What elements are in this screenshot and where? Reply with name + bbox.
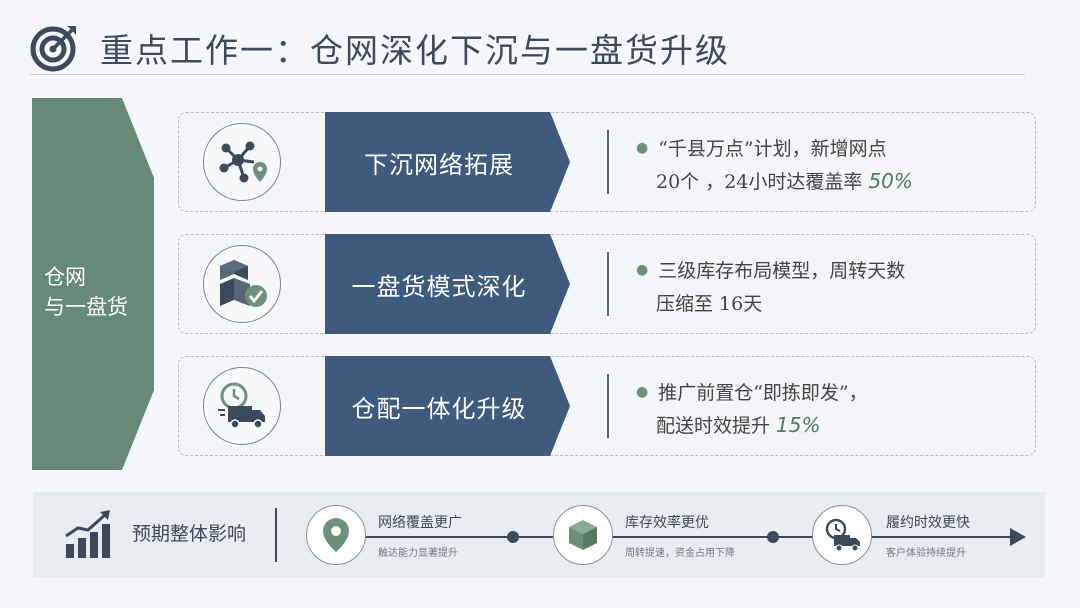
row-label-network: 下沉网络拓展: [364, 150, 514, 179]
timeline-dot: [507, 531, 519, 543]
network-location-icon: [203, 123, 281, 201]
boxes-check-icon: [203, 245, 281, 323]
left-arrow-tag: [32, 98, 154, 470]
row-label-inventory: 一盘货模式深化: [351, 272, 527, 301]
title-divider: [30, 74, 1025, 75]
target-arrow-icon: [30, 26, 76, 72]
impact-divider: [275, 508, 277, 562]
step-title: 网络覆盖更广: [378, 512, 468, 532]
location-pin-icon: [306, 505, 366, 565]
row-banner-delivery: [325, 356, 570, 456]
page-title: 重点工作一：仓网深化下沉与一盘货升级: [100, 31, 730, 70]
desc-highlight: 50%: [868, 169, 913, 193]
desc-line2: 20个 ，24小时达覆盖率: [656, 171, 869, 193]
step-sub: 周转提速，资金占用下降: [625, 544, 741, 559]
timeline-arrowhead: [1010, 528, 1026, 546]
desc-highlight: 15%: [776, 413, 821, 437]
left-tag-line2: 与一盘货: [44, 295, 128, 319]
bullet-icon: ●: [636, 262, 649, 278]
box-icon: [553, 505, 613, 565]
row-desc-delivery: ● 推广前置仓“即拣即发”， 配送时效提升 15%: [636, 376, 1026, 442]
clock-truck-icon: [812, 505, 872, 565]
timeline-dot: [767, 531, 779, 543]
row-desc-inventory: ● 三级库存布局模型，周转天数 压缩至 16天: [636, 254, 1026, 320]
bullet-icon: ●: [636, 384, 649, 400]
step-sub: 客户体验持续提升: [886, 544, 972, 559]
impact-label: 预期整体影响: [132, 523, 247, 545]
bar-chart-up-icon: [65, 510, 110, 558]
row-divider: [607, 252, 609, 316]
step-title: 库存效率更优: [625, 512, 715, 532]
clock-truck-icon: [203, 367, 281, 445]
left-tag-line1: 仓网: [44, 265, 86, 289]
row-desc-network: ● “千县万点”计划，新增网点 20个 ，24小时达覆盖率 50%: [636, 132, 1026, 198]
timeline-line: [330, 536, 1020, 538]
row-label-delivery: 仓配一体化升级: [351, 394, 527, 423]
row-divider: [607, 130, 609, 194]
impact-bar: [33, 492, 1045, 578]
desc-line1: “千县万点”计划，新增网点: [658, 138, 887, 160]
row-banner-inventory: [325, 234, 570, 334]
step-sub: 触达能力显著提升: [378, 544, 464, 559]
step-title: 履约时效更快: [886, 512, 976, 532]
left-tag-label: 仓网 与一盘货: [44, 262, 128, 322]
row-banner-network: [325, 112, 570, 212]
desc-line1: 三级库存布局模型，周转天数: [658, 260, 906, 282]
row-divider: [607, 374, 609, 438]
desc-line1: 推广前置仓“即拣即发”，: [658, 382, 868, 404]
desc-line2: 压缩至 16天: [656, 293, 763, 315]
desc-line2: 配送时效提升: [656, 415, 777, 437]
bullet-icon: ●: [636, 140, 649, 156]
